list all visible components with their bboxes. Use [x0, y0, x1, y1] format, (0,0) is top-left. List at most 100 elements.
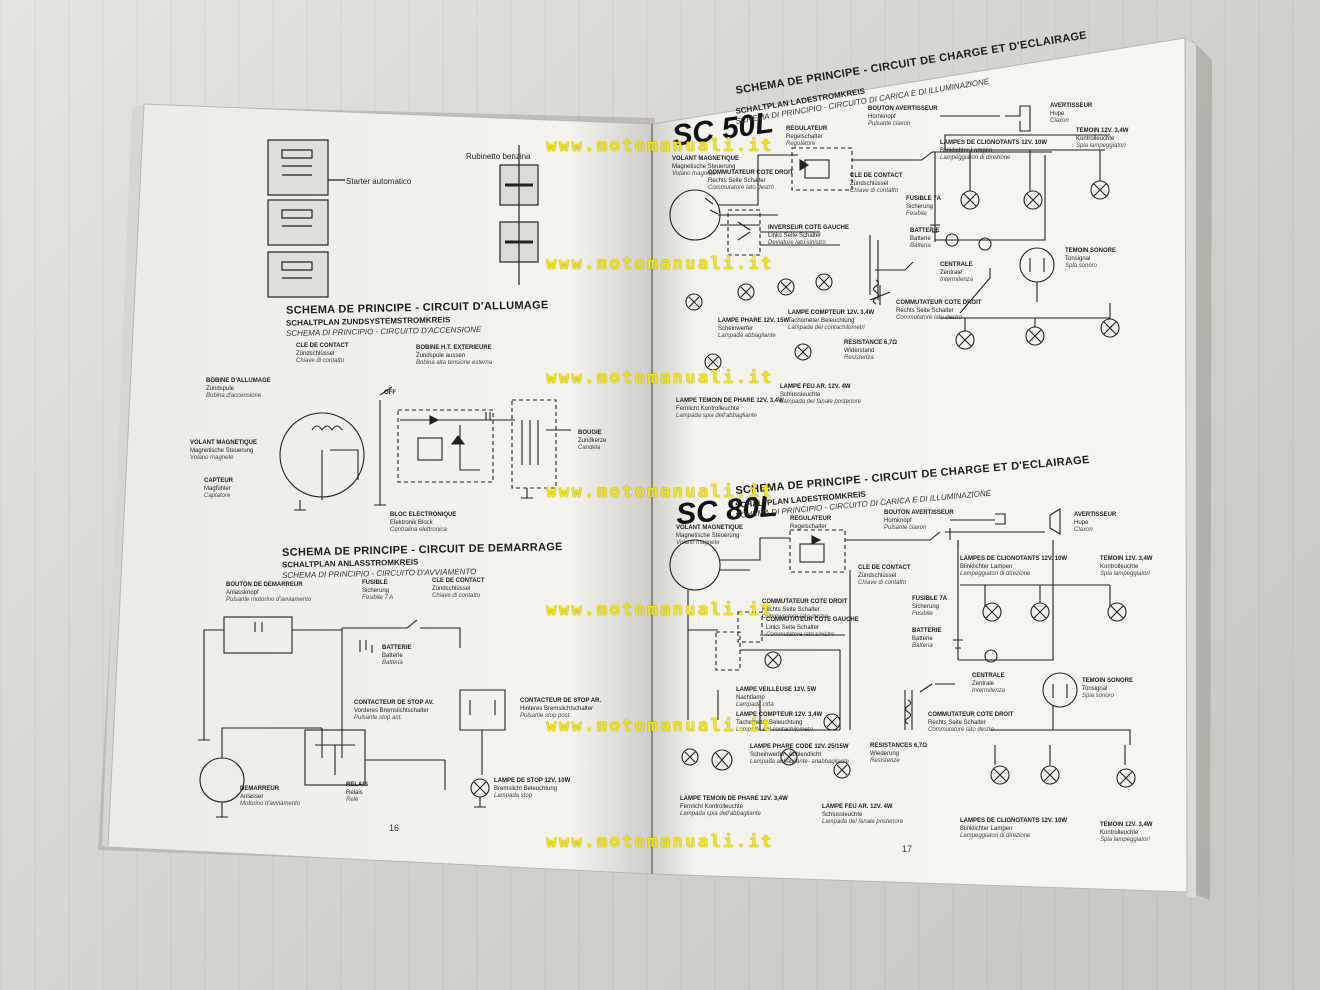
watermark: www.motomanuali.it — [546, 832, 774, 852]
fuel-tap-label: Rubinetto benzina — [466, 152, 531, 161]
sc50-lamps — [685, 180, 1120, 371]
sc80-flywheel-it: Volano magnete — [676, 540, 720, 546]
sc50-beam-telltale-label: LAMPE TEMOIN DE PHARE 12V. 3,4W — [676, 398, 784, 404]
sc80-flywheel-label: VOLANT MAGNETIQUE — [676, 525, 743, 531]
watermark: www.motomanuali.it — [546, 716, 774, 736]
sc80-flasher-de: Zentrale — [972, 681, 995, 687]
sc80-buzzer-de: Tonsignal — [1082, 686, 1108, 692]
start-fuse-label: FUSIBLE — [362, 580, 388, 586]
sc50-regulator-label: REGULATEUR — [786, 126, 828, 132]
sc80-right-switch-de: Rechts Seite Schalter — [762, 607, 820, 613]
sc50-fuse-label: FUSIBLE 7A — [906, 196, 942, 202]
sc50-flywheel-label: VOLANT MAGNETIQUE — [672, 156, 739, 162]
sc80-lamps — [681, 602, 1136, 788]
stop-lamp-de: Bremslicht Beleuchtung — [494, 786, 558, 792]
sc50-telltale-it: Spia lampeggiatori — [1076, 143, 1126, 149]
start-battery-de: Batterie — [382, 653, 403, 659]
sc80-regulator-de: Regelschalter — [790, 524, 827, 530]
start-key-it: Chiave di contatto — [432, 593, 481, 599]
sc80-battery-label: BATTERIE — [912, 628, 942, 634]
sc80-telltale-label: TEMOIN 12V. 3,4W — [1100, 556, 1153, 562]
sc80-right-switch2-label: COMMUTATEUR COTE DROIT — [928, 712, 1014, 718]
sc80-tail-lamp-it: Lampada del fanale posteriore — [822, 819, 904, 825]
sc80-indicators-it: Lampeggiatori di direzione — [960, 571, 1031, 577]
starter-label: Starter automatico — [346, 177, 412, 186]
sc80-rear-indicators-it: Lampeggiatori di direzione — [960, 833, 1031, 839]
sc50-headlamp-de: Scheinwerfer — [718, 326, 754, 332]
sc50-right-switch-it: Commutatore lato destro — [708, 185, 775, 191]
watermark: www.motomanuali.it — [546, 368, 774, 388]
sc80-beam-telltale-it: Lampada spia dell'abbagliante — [680, 811, 761, 817]
sc50-key-it: Chiave di contatto — [850, 188, 899, 194]
sc80-buzzer-it: Spia sonoro — [1082, 693, 1115, 699]
sc50-meter-lamp-it: Lampada del contachilometri — [788, 325, 865, 331]
watermark: www.motomanuali.it — [546, 136, 774, 156]
sc80-headlamp-de: Scheinwerfer- Abblendlicht — [750, 752, 822, 758]
sc80-key-it: Chiave di contatto — [858, 580, 907, 586]
sc50-right-switch-label: COMMUTATEUR COTE DROIT — [708, 170, 794, 176]
sc80-meter-lamp-de: Tachometer Beleuchtung — [736, 720, 803, 726]
sc50-flywheel-de: Magnetische Steuerung — [672, 164, 736, 170]
spark-plug-label: BOUGIE — [578, 430, 602, 436]
sc80-telltale-it: Spia lampeggiatori — [1100, 571, 1150, 577]
stop-lamp-label: LAMPE DE STOP 12V. 10W — [494, 778, 571, 784]
starter-motor-de: Anlasser — [240, 794, 264, 800]
sc50-resistor-de: Widerstand — [844, 348, 875, 354]
sc80-wiring — [669, 508, 1131, 765]
sc80-headlamp-label: LAMPE PHARE CODE 12V. 25/15W — [750, 744, 849, 750]
sc50-horn-button-label: BOUTON AVERTISSEUR — [868, 106, 938, 112]
electronic-block-it: Centralina elettronica — [390, 527, 447, 533]
page-number-right: 17 — [902, 844, 913, 854]
flywheel-de: Magnetische Steuerung — [190, 448, 254, 454]
pickup-label: CAPTEUR — [204, 478, 234, 484]
sc80-resistors-de: Wiederung — [870, 751, 900, 757]
sc50-flasher-label: CENTRALE — [940, 262, 973, 268]
sc50-horn-button-it: Pulsante claxon — [868, 121, 911, 127]
spark-plug-de: Zundkerze — [578, 438, 607, 444]
sc80-key-label: CLE DE CONTACT — [858, 565, 911, 571]
relay-de: Relais — [346, 790, 363, 796]
sc80-beam-telltale-label: LAMPE TEMOIN DE PHARE 12V. 3,4W — [680, 796, 788, 802]
sc80-right-switch2-de: Rechts Seite Schalter — [928, 720, 986, 726]
ignition-key-de: Zündschlüssel — [296, 351, 335, 357]
electronic-block-label: BLOC ELECTRONIQUE — [390, 512, 457, 518]
off-label: OFF — [384, 390, 396, 396]
front-stop-de: Vorderes Bremslichtschalter — [354, 708, 429, 714]
ignition-coil-de: Zündspule — [206, 386, 235, 392]
pickup-de: Magfühler — [204, 486, 231, 492]
sc50-regulator-de: Regelschalter — [786, 134, 823, 140]
sc50-indicators-it: Lampeggiatori di direzione — [940, 155, 1011, 161]
sc80-buzzer-label: TEMOIN SONORE — [1082, 678, 1134, 684]
sc50-flasher-de: Zentrale — [940, 270, 963, 276]
sc80-left-switch-label: COMMUTATEUR COTE GAUCHE — [766, 617, 859, 623]
sc80-telltale-de: Kontrolleuchte — [1100, 564, 1139, 570]
sc80-horn-label: AVERTISSEUR — [1074, 512, 1117, 518]
sc50-flasher-it: Intermitenza — [940, 277, 974, 283]
sc50-right-switch2-it: Commutatore lato destro — [896, 315, 963, 321]
watermark: www.motomanuali.it — [546, 482, 774, 502]
sc80-rear-telltale-label: TEMOIN 12V. 3,4W — [1100, 822, 1153, 828]
sc50-resistor-it: Resistenza — [844, 355, 874, 361]
rear-stop-it: Pulsante stop post. — [520, 713, 572, 719]
sc80-flasher-label: CENTRALE — [972, 673, 1005, 679]
starter-motor-it: Motorino d'avviamento — [240, 801, 301, 807]
sc80-parking-lamp-label: LAMPE VEILLEUSE 12V. 5W — [736, 687, 817, 693]
right-cover-edge — [1186, 40, 1196, 898]
sc80-right-switch2-it: Commutatore lato destro — [928, 727, 995, 733]
sc80-resistors-label: RESISTANCES 6,7Ω — [870, 743, 928, 749]
flywheel-label: VOLANT MAGNETIQUE — [190, 440, 257, 446]
start-fuse-de: Sicherung — [362, 588, 390, 594]
starter-motor-label: DEMARREUR — [240, 786, 279, 792]
sc50-meter-lamp-de: Tachometer Beleuchtung — [788, 318, 855, 324]
sc50-beam-telltale-de: Fernlicht Kontrolleuchte — [676, 406, 740, 412]
ignition-coil-it: Bobina d'accensione — [206, 393, 262, 399]
sc80-indicators-de: Blinklichter Lampen — [960, 564, 1013, 570]
flywheel-it: Volano magnete — [190, 455, 234, 461]
sc80-tail-lamp-de: Schlussleuchte — [822, 812, 863, 818]
ht-coil-it: Bobina alta tensione esterna — [416, 360, 493, 366]
sc80-battery-it: Batteria — [912, 643, 933, 649]
start-fuse-it: Fusibile 7 A — [362, 595, 394, 601]
start-key-label: CLE DE CONTACT — [432, 578, 485, 584]
sc80-rear-telltale-it: Spia lampeggiatori — [1100, 837, 1150, 843]
watermark: www.motomanuali.it — [546, 600, 774, 620]
